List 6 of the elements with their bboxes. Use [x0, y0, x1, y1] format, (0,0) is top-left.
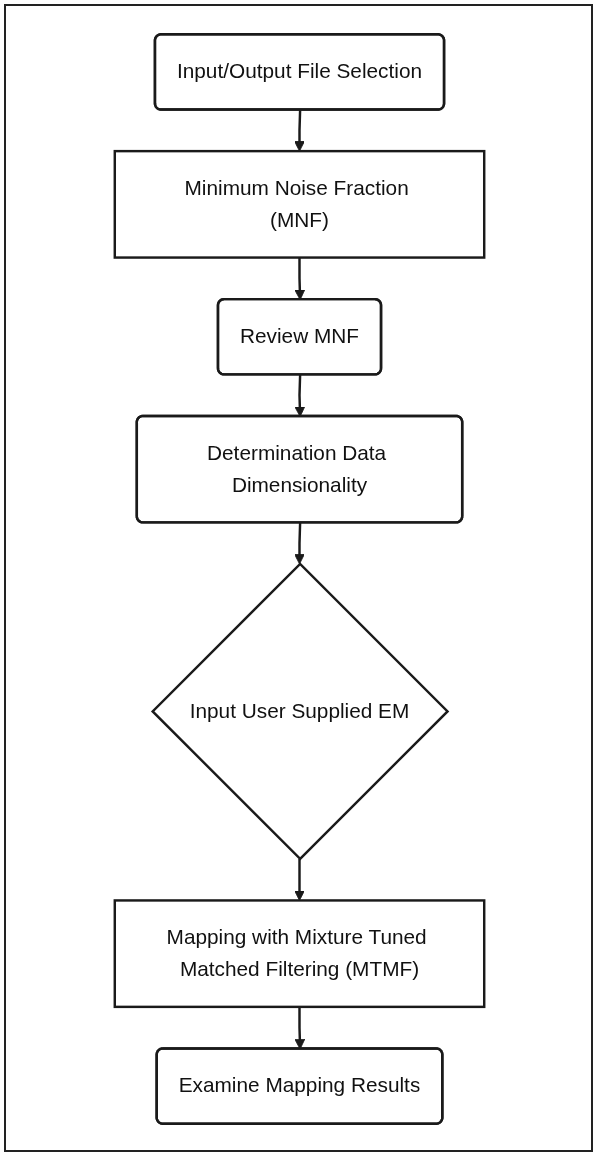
arrow: [294, 522, 305, 565]
node-box: Mapping with Mixture Tuned Matched Filtering (MTMF): [113, 899, 486, 1009]
arrow: [294, 858, 305, 901]
node-diamond: Input User Supplied EM: [150, 562, 450, 861]
arrow: [294, 110, 305, 152]
node-box: Minimum Noise Fraction (MNF): [113, 149, 486, 259]
